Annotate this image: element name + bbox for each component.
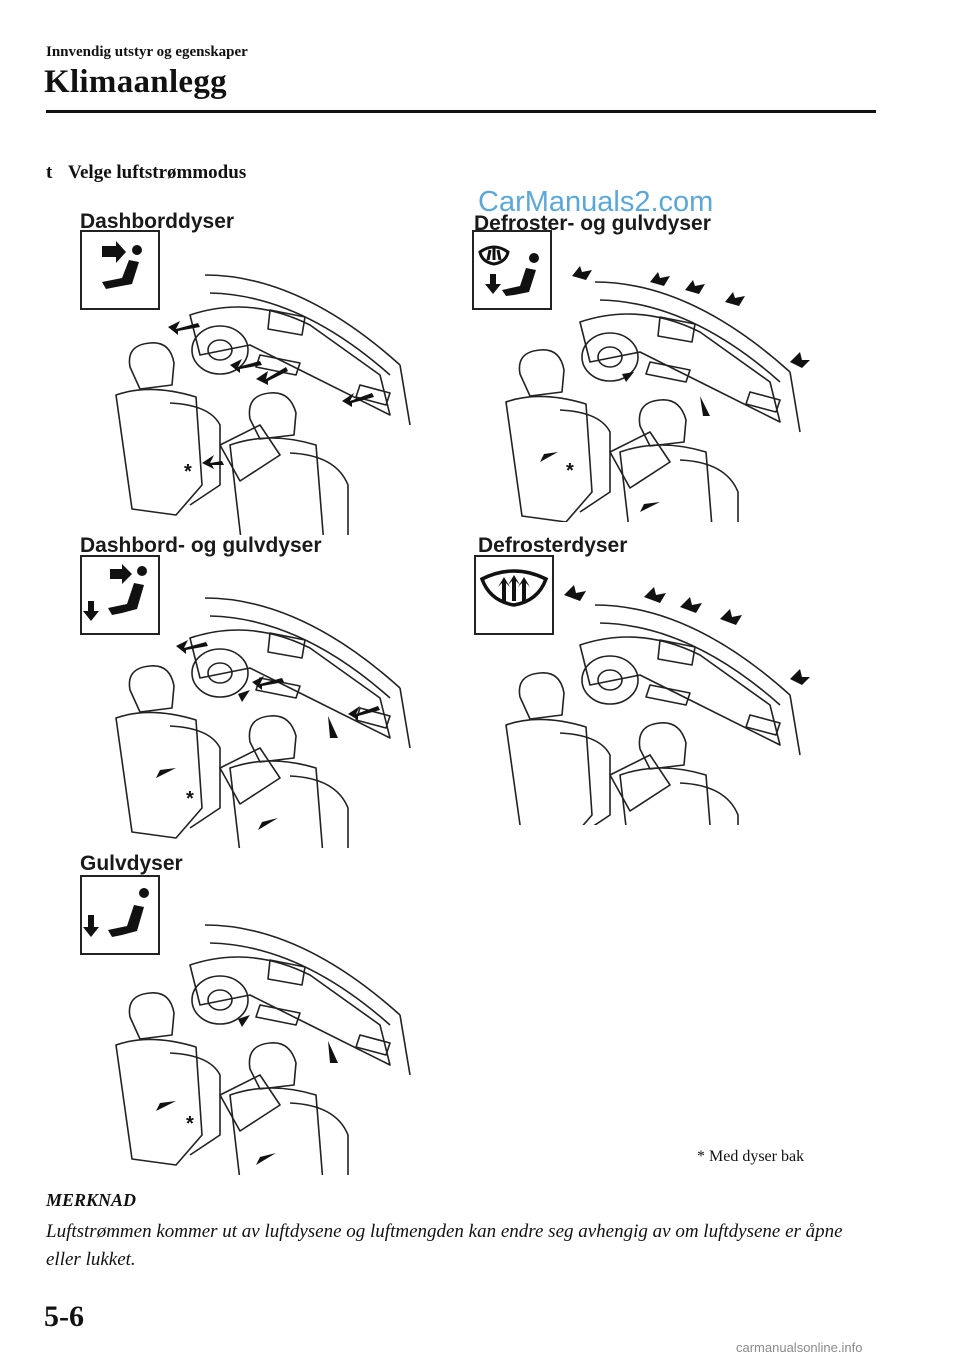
rear-vents-asterisk-2: * xyxy=(566,460,574,482)
note-body: Luftstrømmen kommer ut av luftdysene og … xyxy=(46,1221,843,1270)
section-label: Innvendig utstyr og egenskaper xyxy=(46,44,248,60)
watermark: CarManuals2.com xyxy=(478,186,714,218)
illustration-floor: * xyxy=(110,905,430,1175)
title-divider xyxy=(46,110,876,113)
mode-label-face-floor: Dashbord- og gulvdyser xyxy=(80,534,322,557)
subheading-text: Velge luftstrømmodus xyxy=(68,162,247,183)
note-heading: MERKNAD xyxy=(46,1190,137,1210)
mode-label-defrost-floor: Defroster- og gulvdyser xyxy=(474,212,711,235)
rear-vents-asterisk-3: * xyxy=(186,788,194,810)
mode-label-floor: Gulvdyser xyxy=(80,852,183,875)
illustration-face-vents: * xyxy=(110,255,420,535)
footer-watermark: carmanualsonline.info xyxy=(736,1340,863,1355)
rear-vents-asterisk-4: * xyxy=(186,1113,194,1135)
subheading: t Velge luftstrømmodus xyxy=(46,162,246,184)
page-number: 5-6 xyxy=(44,1300,84,1333)
footnote: * Med dyser bak xyxy=(697,1148,805,1165)
face-floor-icon xyxy=(80,555,160,635)
rear-vents-asterisk: * xyxy=(184,461,192,483)
defrost-floor-icon xyxy=(472,230,552,310)
mode-label-defrost: Defrosterdyser xyxy=(478,534,628,557)
illustration-defrost xyxy=(500,585,810,825)
page-title: Klimaanlegg xyxy=(44,64,227,100)
windshield-defrost-icon xyxy=(474,555,554,635)
vent-face-icon xyxy=(80,230,160,310)
bullet-marker: t xyxy=(46,162,53,183)
illustration-defrost-floor: * xyxy=(500,262,810,522)
floor-icon xyxy=(80,875,160,955)
mode-label-face: Dashborddyser xyxy=(80,210,235,233)
illustration-face-floor: * xyxy=(110,578,430,848)
